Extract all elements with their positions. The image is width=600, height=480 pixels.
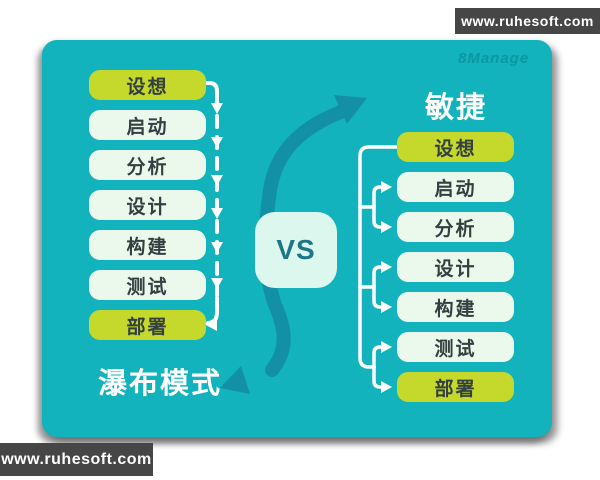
waterfall-step-1: 设想 [89,70,206,100]
waterfall-step-7: 部署 [89,310,206,340]
watermark-banner-bottom-left: www.ruhesoft.com [0,443,153,476]
watermark-url-top: www.ruhesoft.com [461,13,594,29]
comparison-diagram-card: 8Manage [42,40,552,437]
agile-title: 敏捷 [425,92,488,124]
logo-watermark: 8Manage [458,50,530,67]
waterfall-step-3: 分析 [89,150,206,180]
watermark-banner-top-right: www.ruhesoft.com [455,8,600,34]
agile-step-5: 构建 [397,292,514,322]
agile-step-1: 设想 [397,132,514,162]
waterfall-sequence-arrows-icon [203,81,223,331]
agile-iteration-connectors-icon [358,145,400,393]
vs-badge: VS [255,212,337,288]
agile-step-4: 设计 [397,252,514,282]
waterfall-step-5: 构建 [89,230,206,260]
watermark-url-bottom: www.ruhesoft.com [1,450,152,468]
waterfall-step-6: 测试 [89,270,206,300]
agile-step-7: 部署 [397,372,514,402]
waterfall-step-4: 设计 [89,190,206,220]
waterfall-step-2: 启动 [89,110,206,140]
agile-step-6: 测试 [397,332,514,362]
vs-label: VS [276,234,316,265]
agile-step-3: 分析 [397,212,514,242]
agile-step-2: 启动 [397,172,514,202]
waterfall-title: 瀑布模式 [98,368,223,400]
